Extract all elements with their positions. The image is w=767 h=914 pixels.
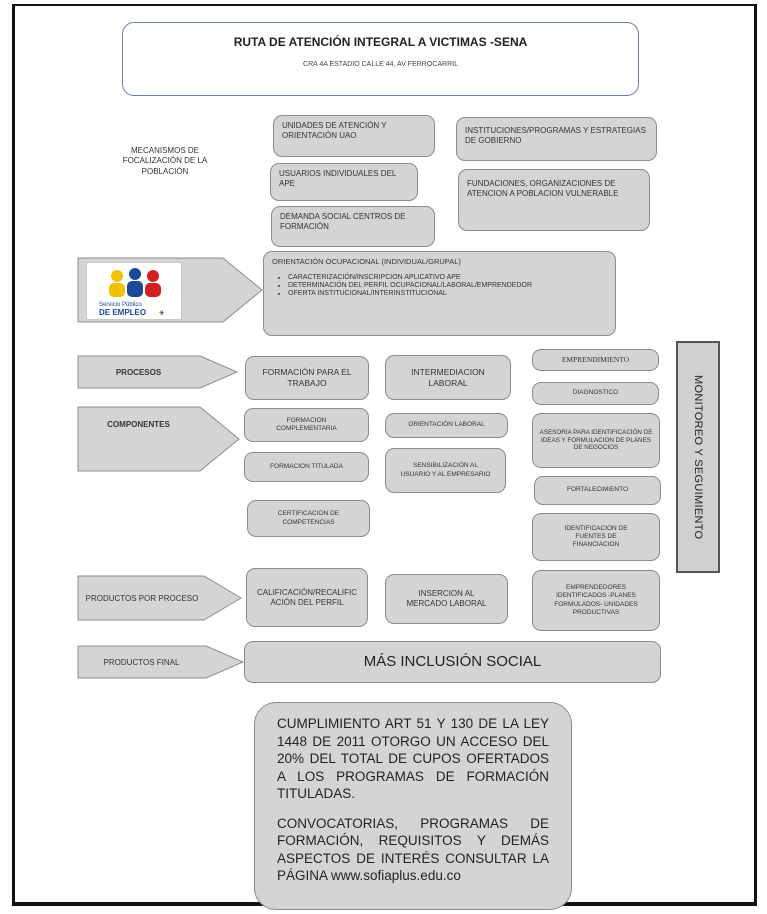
componente-asesoria: ASESORIA PARA IDENTIFICACIÓN DE IDEAS Y …	[532, 413, 660, 468]
componente-fortalecimiento: FORTALECIMIENTO	[534, 476, 661, 505]
producto-emprendedores: EMPRENDEDORES IDENTIFICADOS -PLANES FORM…	[532, 570, 660, 631]
componente-diagnostico: DIAGNOSTICO	[532, 382, 659, 405]
monitoring-label: MONITOREO Y SEGUIMIENTO	[692, 374, 704, 540]
orientation-list: CARACTERIZACIÓN/INSCRIPCION APLICATIVO A…	[272, 274, 607, 298]
mechanism-ape-users: USUARIOS INDIVIDUALES DEL APE	[270, 163, 418, 201]
address-text: CRA 4A ESTADIO CALLE 44, AV FERROCARRIL	[303, 61, 458, 68]
note-website: CONVOCATORIAS, PROGRAMAS DE FORMACIÓN, R…	[277, 815, 549, 884]
header-box: RUTA DE ATENCIÓN INTEGRAL A VICTIMAS -SE…	[122, 22, 639, 96]
productos-final-arrow: PRODUCTOS FINAL	[77, 645, 245, 679]
orientation-title: ORIENTACIÓN OCUPACIONAL (INDIVIDUAL/GRUP…	[272, 257, 461, 266]
logo-text-top: Servicio Público	[99, 302, 142, 308]
note-law: CUMPLIMIENTO ART 51 Y 130 DE LA LEY 1448…	[277, 716, 549, 802]
procesos-arrow: PROCESOS	[77, 355, 239, 389]
monitoring-box: MONITOREO Y SEGUIMIENTO	[676, 341, 720, 573]
mechanism-uao: UNIDADES DE ATENCIÓN Y ORIENTACIÓN UAO	[273, 115, 435, 157]
componente-certificacion: CERTIFICACION DE COMPETENCIAS	[247, 500, 370, 537]
people-icon: Servicio Público DE EMPLEO ⚹	[99, 268, 165, 318]
componente-fuentes-financiacion: IDENTIFICACION DE FUENTES DE FINANCIACIO…	[532, 513, 660, 561]
componente-formacion-titulada: FORMACION TITULADA	[244, 452, 369, 482]
mechanism-institutions: INSTITUCIONES/PROGRAMAS Y ESTRATEGIAS DE…	[456, 117, 657, 161]
mechanisms-label: MECANISMOS DE FOCALIZACIÓN DE LA POBLACI…	[122, 146, 208, 176]
componentes-label: COMPONENTES	[107, 419, 170, 429]
final-product-box: MÁS INCLUSIÓN SOCIAL	[244, 641, 661, 683]
componente-orientacion-laboral: ORIENTACIÓN LABORAL	[385, 413, 508, 438]
producto-calificacion: CALIFICACIÓN/RECALIFICACIÓN DEL PERFIL	[246, 568, 368, 627]
componente-sensibilizacion: SENSIBILIZACIÓN AL USUARIO Y AL EMPRESAR…	[385, 448, 506, 493]
orientation-box: ORIENTACIÓN OCUPACIONAL (INDIVIDUAL/GRUP…	[263, 251, 616, 336]
orientation-item: DETERMINACIÓN DEL PERFIL OCUPACIONAL/LAB…	[288, 282, 607, 290]
sena-icon: ⚹	[159, 308, 165, 318]
proceso-formacion: FORMACIÓN PARA EL TRABAJO	[245, 356, 369, 400]
proceso-intermediacion: INTERMEDIACION LABORAL	[385, 355, 511, 400]
productos-proceso-arrow: PRODUCTOS POR PROCESO	[77, 575, 243, 621]
note-box: CUMPLIMIENTO ART 51 Y 130 DE LA LEY 1448…	[254, 702, 572, 910]
orientation-item: OFERTA INSTITUCIONAL/INTERINSTITUCIONAL	[288, 290, 607, 298]
mechanism-foundations: FUNDACIONES, ORGANIZACIONES DE ATENCION …	[458, 169, 650, 231]
componentes-arrow: COMPONENTES	[77, 406, 241, 472]
procesos-label: PROCESOS	[115, 367, 162, 377]
productos-proceso-label: PRODUCTOS POR PROCESO	[85, 593, 199, 603]
logo-text-bottom: DE EMPLEO	[99, 308, 146, 317]
mechanism-social-demand: DEMANDA SOCIAL CENTROS DE FORMACIÓN	[271, 206, 435, 247]
productos-final-label: PRODUCTOS FINAL	[103, 657, 180, 667]
diagram-title: RUTA DE ATENCIÓN INTEGRAL A VICTIMAS -SE…	[233, 35, 528, 49]
producto-insercion: INSERCION AL MERCADO LABORAL	[385, 574, 508, 624]
componente-formacion-complementaria: FORMACION COMPLEMENTARIA	[244, 408, 369, 442]
servicio-publico-empleo-logo: Servicio Público DE EMPLEO ⚹	[86, 262, 182, 320]
orientation-item: CARACTERIZACIÓN/INSCRIPCION APLICATIVO A…	[288, 274, 607, 282]
proceso-emprendimiento: EMPRENDIMIENTO	[532, 349, 659, 371]
